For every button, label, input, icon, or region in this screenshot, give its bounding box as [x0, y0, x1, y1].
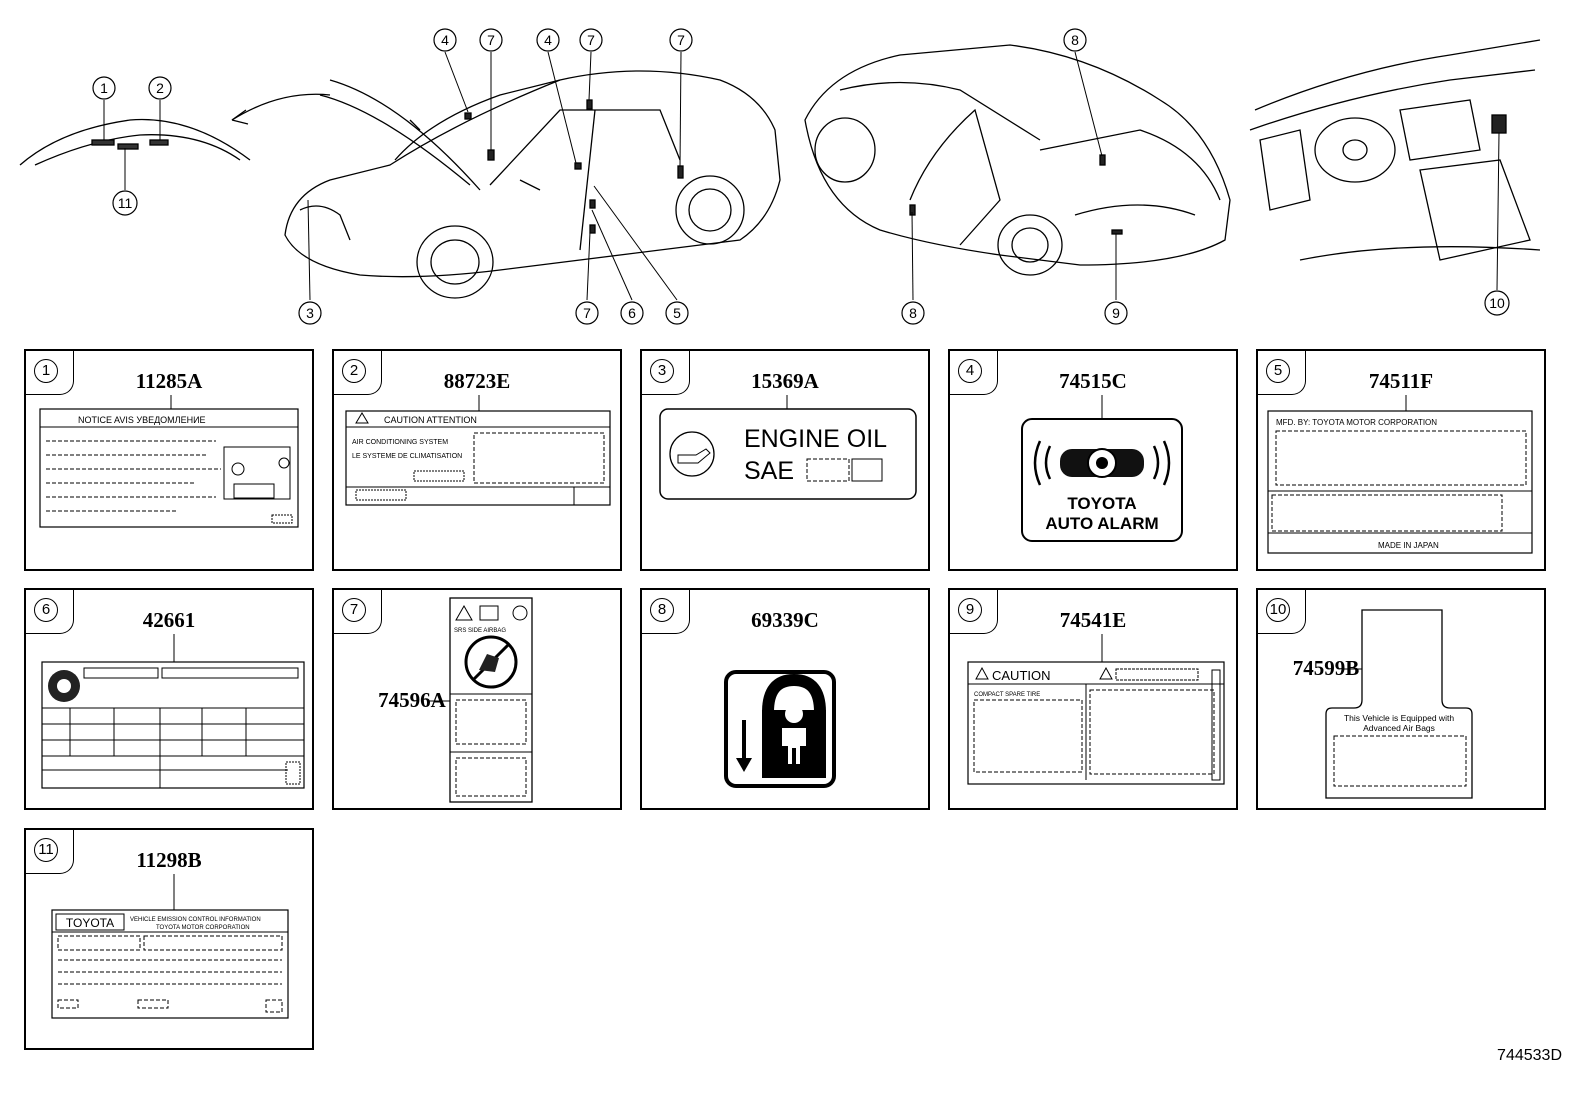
vehicle-location-diagram: 1 2 11 4 7 4 7 7 3 7 6 5 8 8 9 10 [19, 28, 1541, 325]
emission-header: VEHICLE EMISSION CONTROL INFORMATION [130, 917, 261, 923]
panel-index-tab: 5 [1258, 351, 1306, 395]
made-in-japan-text: MADE IN JAPAN [1378, 541, 1439, 550]
callout-11: 11 [118, 195, 133, 211]
air-bags-line1: This Vehicle is Equipped with [1344, 713, 1454, 723]
panel-index-tab: 6 [26, 590, 74, 634]
panel-index-tab: 4 [950, 351, 998, 395]
part-number: 15369A [751, 369, 819, 393]
car-front-view-illustration [284, 70, 781, 299]
label-panel-8: 8 69339C [640, 588, 930, 810]
ac-system-line: AIR CONDITIONING SYSTEM [352, 439, 448, 446]
child-anchor-icon [736, 673, 826, 778]
callout-6: 6 [628, 305, 636, 321]
engine-oil-text: ENGINE OIL [744, 425, 887, 453]
label-42661-drawing [41, 634, 305, 789]
callout-7d: 7 [583, 305, 591, 321]
part-number: 88723E [443, 369, 511, 393]
label-panel-1: 1 11285A NOTICE AVIS УВЕДОМЛЕНИЕ [24, 349, 314, 571]
label-panel-10: 10 74599B This Vehicle is Equipped with … [1256, 588, 1546, 810]
label-11285A-drawing: NOTICE AVIS УВЕДОМЛЕНИЕ [39, 395, 299, 528]
part-number: 74541E [1059, 608, 1127, 632]
label-panel-6: 6 42661 [24, 588, 314, 810]
callout-9: 9 [1112, 305, 1120, 321]
hood-underside-illustration [19, 93, 331, 166]
callout-8b: 8 [909, 305, 917, 321]
callout-7b: 7 [587, 32, 595, 48]
dashboard-interior-illustration [1249, 39, 1541, 261]
label-panel-3: 3 15369A ENGINE OIL SAE [640, 349, 930, 571]
label-88723E-drawing: CAUTION ATTENTION AIR CONDITIONING SYSTE… [345, 395, 611, 506]
label-74599B-drawing: This Vehicle is Equipped with Advanced A… [1325, 609, 1473, 799]
label-panel-4: 4 74515C TOYOTA AUTO ALARM [948, 349, 1238, 571]
panel-index-tab: 10 [1258, 590, 1306, 634]
callout-7c: 7 [677, 32, 685, 48]
panel-index-tab: 3 [642, 351, 690, 395]
label-panel-11: 11 11298B TOYOTA VEHICLE EMISSION CONTRO… [24, 828, 314, 1050]
panel-index-tab: 7 [334, 590, 382, 634]
callout-1: 1 [100, 80, 108, 96]
diagram-reference-code: 744533D [1497, 1047, 1562, 1064]
air-bags-line2: Advanced Air Bags [1363, 723, 1435, 733]
toyota-brand-text: TOYOTA [66, 916, 114, 930]
part-number: 74599B [1292, 656, 1360, 680]
caution-header: CAUTION [992, 668, 1051, 683]
callout-2: 2 [156, 80, 164, 96]
label-panel-2: 2 88723E CAUTION ATTENTION AIR CONDITION… [332, 349, 622, 571]
compact-spare-text: COMPACT SPARE TIRE [974, 692, 1040, 698]
label-74515C-drawing: TOYOTA AUTO ALARM [1021, 395, 1183, 542]
mfd-by-text: MFD. BY: TOYOTA MOTOR CORPORATION [1276, 418, 1437, 427]
part-number: 42661 [142, 608, 196, 632]
callout-8a: 8 [1071, 32, 1079, 48]
caution-header: CAUTION ATTENTION [384, 415, 477, 425]
notice-header: NOTICE AVIS УВЕДОМЛЕНИЕ [78, 415, 206, 425]
label-panel-7: 7 74596A SRS SIDE AIRBAG [332, 588, 622, 810]
panel-index-tab: 1 [26, 351, 74, 395]
label-panel-9: 9 74541E CAUTION COMPACT SPARE TIRE [948, 588, 1238, 810]
callout-4a: 4 [441, 32, 449, 48]
callout-10: 10 [1489, 295, 1505, 311]
tmc-line: TOYOTA MOTOR CORPORATION [156, 925, 250, 931]
label-panel-5: 5 74511F MFD. BY: TOYOTA MOTOR CORPORATI… [1256, 349, 1546, 571]
label-11298B-drawing: TOYOTA VEHICLE EMISSION CONTROL INFORMAT… [51, 874, 289, 1019]
srs-airbag-text: SRS SIDE AIRBAG [454, 628, 506, 634]
part-number: 74515C [1059, 369, 1127, 393]
part-number: 11298B [136, 848, 202, 872]
label-69339C-drawing [724, 670, 836, 788]
part-number: 74511F [1368, 369, 1434, 393]
toyota-text: TOYOTA [1067, 494, 1136, 513]
ac-system-line-fr: LE SYSTEME DE CLIMATISATION [352, 453, 462, 460]
panel-index-tab: 9 [950, 590, 998, 634]
label-74541E-drawing: CAUTION COMPACT SPARE TIRE [967, 634, 1225, 785]
callout-4b: 4 [544, 32, 552, 48]
label-74511F-drawing: MFD. BY: TOYOTA MOTOR CORPORATION MADE I… [1267, 395, 1533, 554]
auto-alarm-text: AUTO ALARM [1045, 514, 1158, 533]
part-number: 69339C [751, 608, 819, 632]
car-rear-view-illustration [804, 44, 1231, 276]
panel-index-tab: 11 [26, 830, 74, 874]
no-child-seat-icon [464, 635, 518, 689]
callout-5: 5 [673, 305, 681, 321]
part-number: 11285A [135, 369, 203, 393]
oil-can-icon [677, 448, 711, 464]
label-74596A-drawing: SRS SIDE AIRBAG [429, 597, 533, 803]
panel-index-tab: 2 [334, 351, 382, 395]
alarm-icon [1033, 440, 1171, 486]
label-15369A-drawing: ENGINE OIL SAE [659, 395, 917, 500]
callout-7a: 7 [487, 32, 495, 48]
sae-text: SAE [744, 457, 794, 485]
panel-index-tab: 8 [642, 590, 690, 634]
part-number: 74596A [378, 688, 446, 712]
callout-3: 3 [306, 305, 314, 321]
